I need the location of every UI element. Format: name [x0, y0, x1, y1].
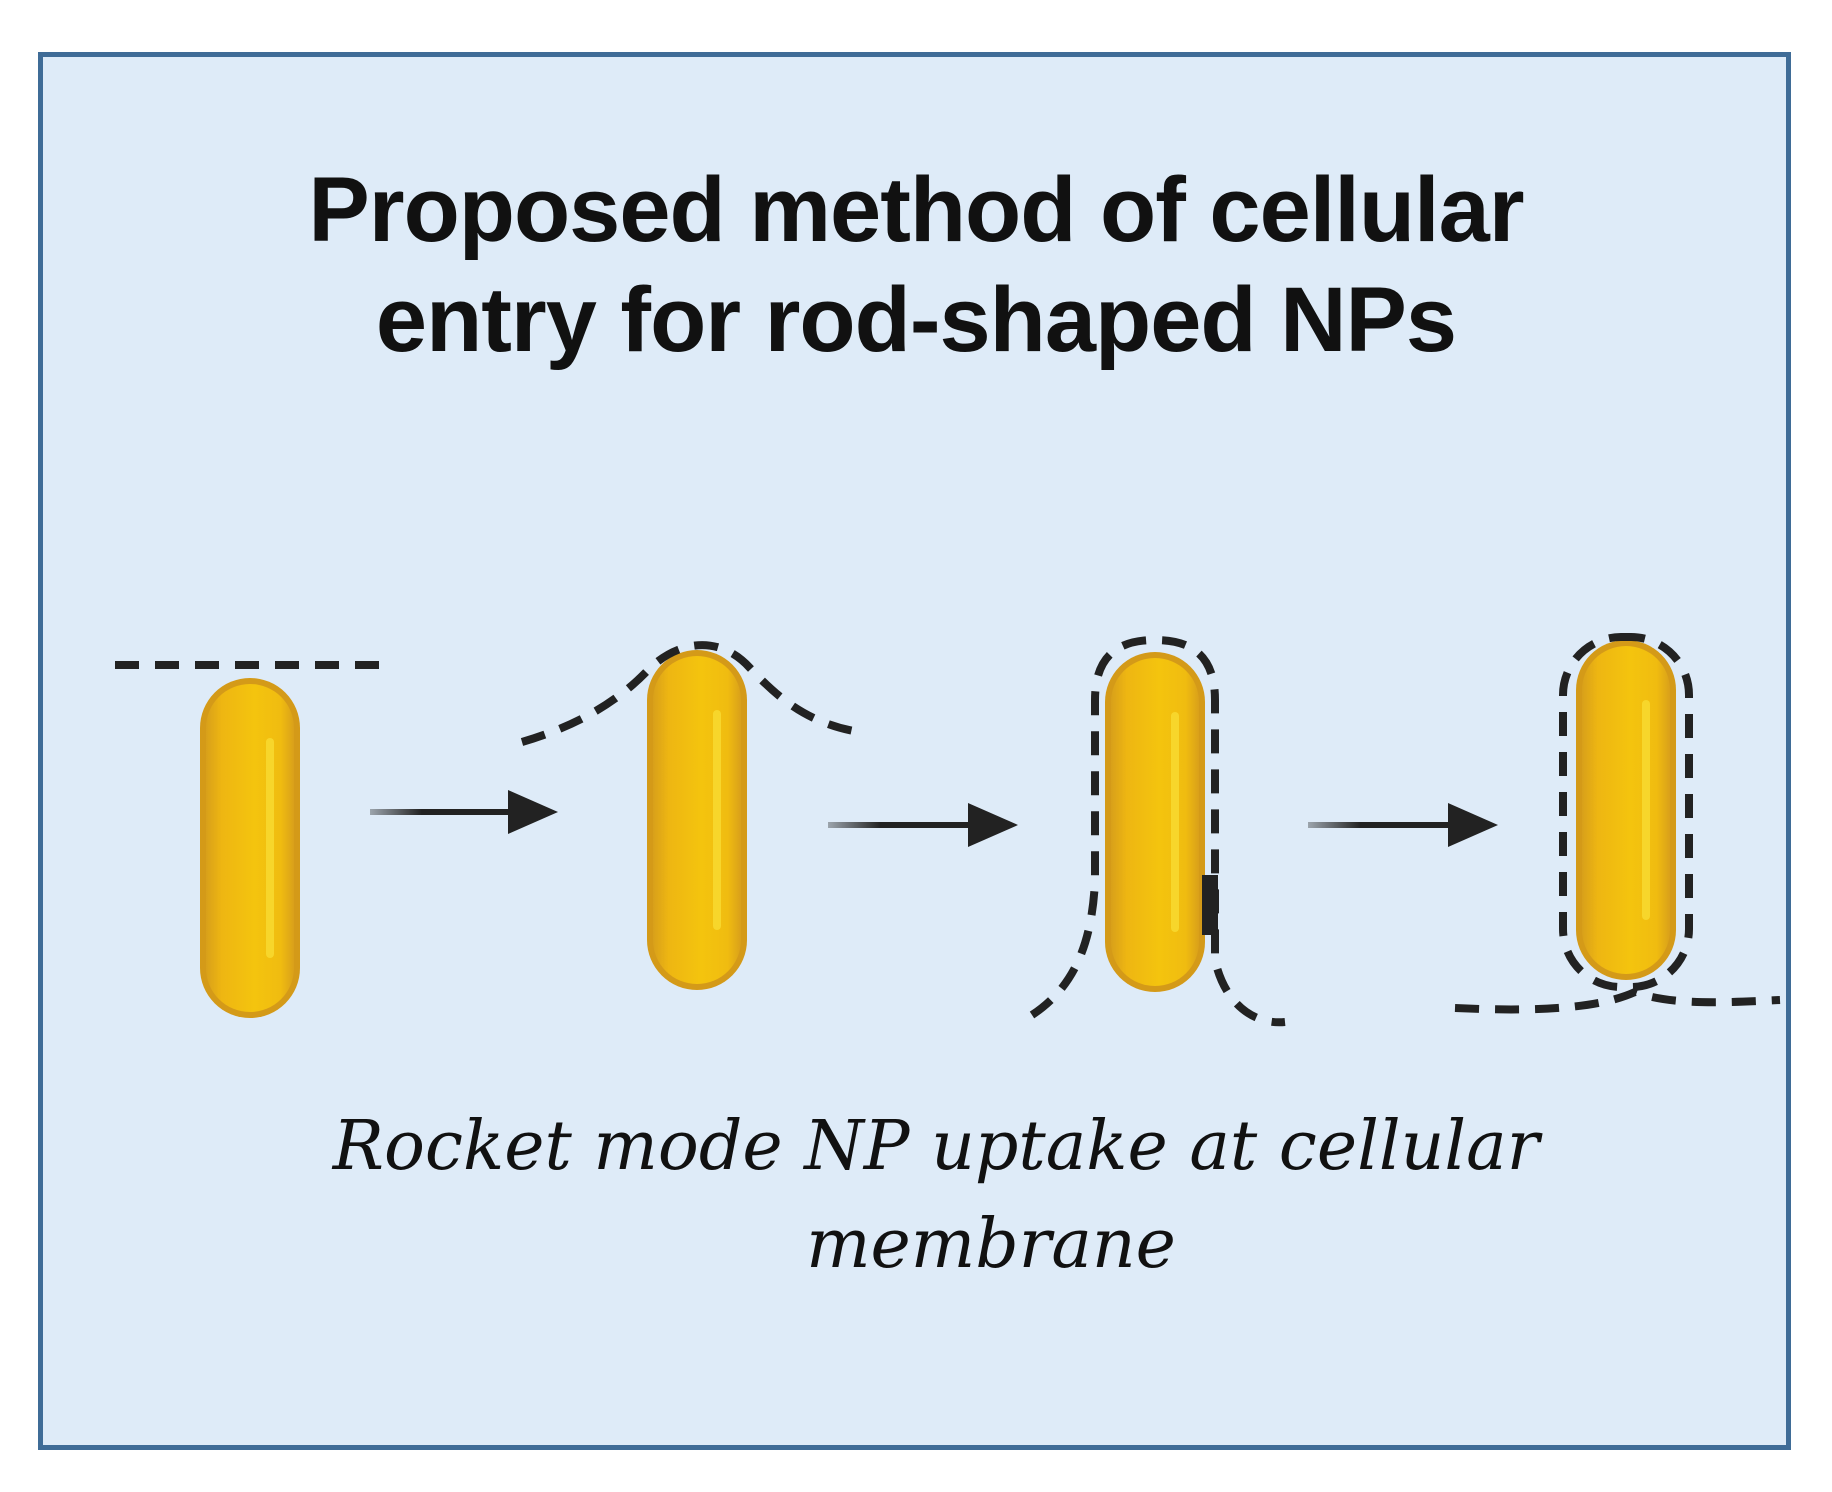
arrow-3	[1308, 803, 1498, 847]
membrane-stage-2	[520, 641, 866, 746]
arrow-2	[828, 803, 1018, 847]
caption-line-2: membrane	[806, 1205, 1176, 1284]
stage-3	[1029, 635, 1286, 1027]
arrow-1	[370, 790, 558, 834]
vesicle-stage-4	[1559, 633, 1693, 991]
diagram-caption: Rocket mode NP uptake at cellular membra…	[0, 1098, 1832, 1294]
title-line-1: Proposed method of cellular	[308, 159, 1524, 261]
rod-nanoparticle-2	[647, 650, 747, 990]
stage-2	[520, 641, 866, 990]
diagram-title: Proposed method of cellular entry for ro…	[0, 155, 1832, 375]
membrane-stage-4	[1454, 987, 1781, 1014]
rod-nanoparticle-4	[1576, 640, 1676, 980]
title-line-2: entry for rod-shaped NPs	[375, 269, 1457, 371]
caption-line-1: Rocket mode NP uptake at cellular	[332, 1107, 1540, 1186]
diagram-frame	[38, 52, 1791, 1450]
stage-4	[1454, 633, 1781, 1014]
rod-nanoparticle-3	[1105, 652, 1205, 992]
rod-nanoparticle-1	[200, 678, 300, 1018]
stage-1	[115, 661, 385, 1018]
membrane-stage-3	[1029, 635, 1286, 1027]
